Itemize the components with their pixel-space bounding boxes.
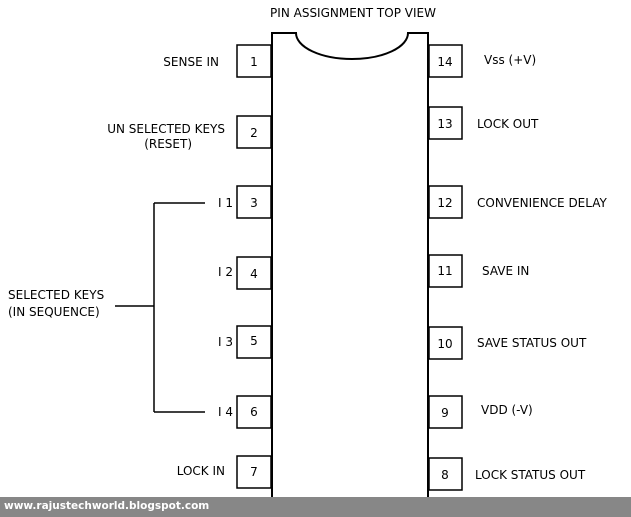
pin-number: 2 — [250, 126, 258, 140]
pin-9: 9 VDD (-V) — [428, 395, 533, 429]
selected-keys-sublabel: (IN SEQUENCE) — [8, 305, 100, 319]
pin-number: 9 — [441, 406, 449, 420]
pin-number: 13 — [437, 117, 452, 131]
pin-14: 14 Vss (+V) — [428, 44, 536, 78]
pin-6: 6 I 4 — [218, 395, 272, 429]
pin-label: I 2 — [218, 265, 233, 279]
pin-label: SAVE IN — [482, 264, 529, 278]
pin-number: 6 — [250, 405, 258, 419]
pin-number: 14 — [437, 55, 452, 69]
watermark-text: www.rajustechworld.blogspot.com — [4, 500, 210, 512]
pin-8: 8 LOCK STATUS OUT — [428, 457, 586, 491]
watermark-bar — [0, 497, 631, 517]
pin-11: 11 SAVE IN — [428, 254, 529, 288]
pin-label: I 3 — [218, 335, 233, 349]
pin-number: 1 — [250, 55, 258, 69]
pin-2: 2 UN SELECTED KEYS (RESET) — [107, 115, 272, 151]
pin-label: SENSE IN — [163, 55, 219, 69]
selected-keys-bracket — [115, 202, 205, 413]
pin-3: 3 I 1 — [218, 185, 272, 219]
pin-label: SAVE STATUS OUT — [477, 336, 587, 350]
pin-13: 13 LOCK OUT — [428, 106, 539, 140]
diagram-title: PIN ASSIGNMENT TOP VIEW — [270, 6, 436, 20]
ic-body — [271, 32, 429, 502]
pin-label: LOCK OUT — [477, 117, 539, 131]
pin-label: Vss (+V) — [484, 53, 536, 67]
pin-number: 5 — [250, 334, 258, 348]
pin-label: LOCK STATUS OUT — [475, 468, 586, 482]
pin-label: LOCK IN — [177, 464, 225, 478]
pin-12: 12 CONVENIENCE DELAY — [428, 185, 608, 219]
pin-number: 7 — [250, 465, 258, 479]
selected-keys-label: SELECTED KEYS — [8, 288, 104, 302]
pin-number: 10 — [437, 337, 452, 351]
pin-number: 11 — [437, 264, 452, 278]
pin-5: 5 I 3 — [218, 325, 272, 359]
pin-number: 4 — [250, 267, 258, 281]
pin-label: CONVENIENCE DELAY — [477, 196, 608, 210]
pin-7: 7 LOCK IN — [177, 455, 272, 489]
pin-4: 4 I 2 — [218, 256, 272, 290]
pin-10: 10 SAVE STATUS OUT — [428, 326, 587, 360]
pin-1: 1 SENSE IN — [163, 44, 272, 78]
pin-number: 8 — [441, 468, 449, 482]
pin-label-line2: (RESET) — [144, 137, 192, 151]
pin-number: 12 — [437, 196, 452, 210]
pin-label: I 4 — [218, 405, 233, 419]
pin-label: UN SELECTED KEYS — [107, 122, 225, 136]
pin-label: VDD (-V) — [481, 403, 533, 417]
pin-number: 3 — [250, 196, 258, 210]
pin-label: I 1 — [218, 196, 233, 210]
